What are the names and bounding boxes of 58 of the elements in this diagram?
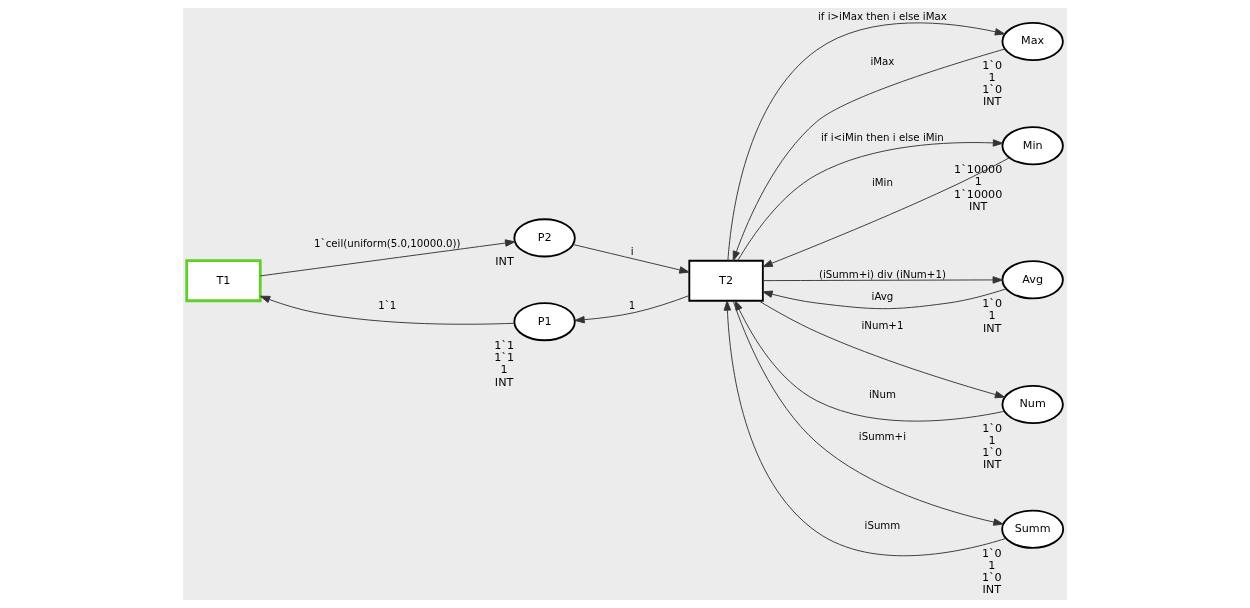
arrow <box>758 300 1006 399</box>
node-ellipse: Num <box>1001 384 1064 425</box>
arrow <box>574 295 690 324</box>
node-label: INT <box>982 95 1002 109</box>
node-ellipse: Summ <box>1001 509 1065 549</box>
node-label: 1`10000 <box>954 187 1003 201</box>
edge-label: 1`1 <box>378 300 397 312</box>
arrow <box>259 239 516 277</box>
node-label: 1`0 <box>981 546 1002 560</box>
edge-label: if i>iMax then i else iMax <box>818 10 947 22</box>
arrow <box>732 300 1004 526</box>
edge-label: (iSumm+i) div (iNum+1) <box>818 268 946 280</box>
node-label: 1 <box>988 309 996 323</box>
node-label: 1 <box>988 434 996 448</box>
node-ellipse: P2 <box>513 218 576 258</box>
node-ellipse: Max <box>1001 22 1064 62</box>
edge-label: iSumm+i <box>858 430 906 442</box>
edge-label: 1 <box>628 300 636 312</box>
edge-label: if i<iMin then i else iMin <box>821 131 944 143</box>
node-label: 1 <box>988 558 996 572</box>
edge-label: iNum+1 <box>861 319 904 331</box>
node-label: 1`0 <box>982 83 1003 97</box>
arrow <box>723 300 1007 557</box>
node-label: 1`0 <box>982 422 1003 436</box>
edge-label: iNum <box>868 388 896 400</box>
node-label: INT <box>982 458 1002 472</box>
arrow <box>259 295 515 325</box>
edge-label: i <box>630 246 634 258</box>
arrow <box>734 300 1005 422</box>
node-label: 1 <box>988 71 996 85</box>
edge-label: iSumm <box>864 520 901 532</box>
node-label: 1 <box>974 175 982 189</box>
node-label: 1`1 <box>494 351 514 365</box>
arrow <box>572 244 690 274</box>
node-ellipse: Avg <box>1001 260 1064 300</box>
edge-label: iMax <box>870 55 895 67</box>
node-box: T2 <box>688 259 764 302</box>
edge-label: iAvg <box>871 291 894 303</box>
node-label: INT <box>982 321 1002 335</box>
node-label: INT <box>982 583 1002 597</box>
node-ellipse: Min <box>1001 126 1064 166</box>
arrow <box>762 157 1010 268</box>
node-label: INT <box>495 255 514 269</box>
node-label: 1`0 <box>982 297 1003 311</box>
node-label: 1`0 <box>982 446 1003 460</box>
node-label: 1`0 <box>981 570 1002 584</box>
arrow <box>762 276 1003 284</box>
node-label: 1 <box>500 363 508 377</box>
edge-label: 1`ceil(uniform(5.0,10000.0)) <box>314 238 461 250</box>
edge-label: iMin <box>871 176 893 188</box>
node-ellipse: P1 <box>513 302 576 342</box>
node-box: T1 <box>185 259 262 303</box>
arrow <box>762 288 1007 310</box>
node-label: 1`0 <box>982 59 1003 73</box>
node-label: INT <box>968 199 988 213</box>
node-label: 1`1 <box>494 339 514 353</box>
arrow <box>737 139 1004 261</box>
node-label: INT <box>494 375 514 389</box>
